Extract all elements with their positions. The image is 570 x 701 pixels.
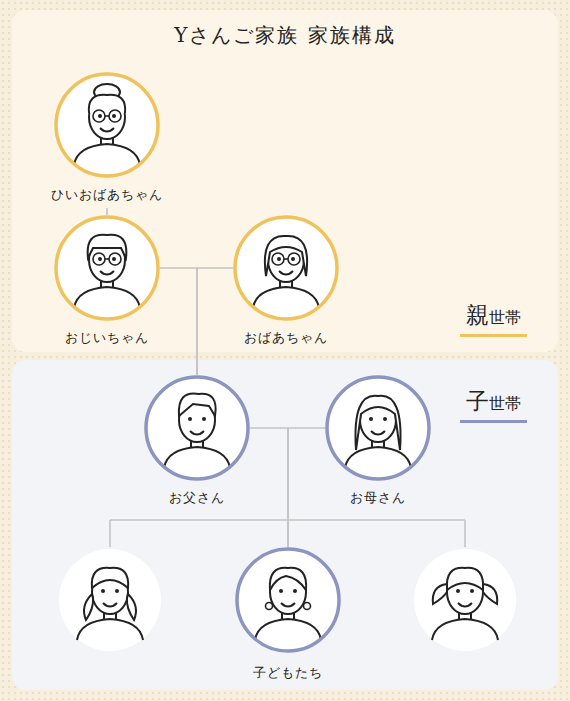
person-name: 子どもたち <box>253 664 323 682</box>
diagram-title: Yさんご家族 家族構成 <box>0 22 570 49</box>
circle-outline <box>325 375 431 481</box>
parent-band-fill <box>12 10 558 352</box>
generation-band: 子世帯お父さんお母さん子どもたち <box>12 360 558 690</box>
family-line <box>250 428 288 547</box>
label-holder: ひいおばあちゃん <box>54 186 160 204</box>
circle-outline <box>54 215 160 321</box>
family-line <box>160 268 197 375</box>
circle-border <box>235 217 337 319</box>
circle-border <box>56 217 158 319</box>
child-face <box>59 549 161 651</box>
generation-label: 子世帯 <box>460 386 527 423</box>
label-holder: 子どもたち <box>235 664 341 682</box>
circle-outline <box>233 215 339 321</box>
family-line <box>288 428 325 547</box>
label-holder: お父さん <box>144 489 250 507</box>
person-circle: ひいおばあちゃん <box>54 72 160 178</box>
label-holder: お母さん <box>325 489 431 507</box>
generation-label: 親世帯 <box>460 300 527 337</box>
label-holder: おじいちゃん <box>54 329 160 347</box>
father-face <box>146 377 248 479</box>
person-circle: 子どもたち <box>235 547 341 653</box>
child-face <box>237 549 339 651</box>
child-face <box>414 549 516 651</box>
circle-outline <box>54 72 160 178</box>
grandmother-face <box>235 217 337 319</box>
circle-border <box>237 549 339 651</box>
grandfather-face <box>56 217 158 319</box>
circle-outline <box>235 547 341 653</box>
person-name: おじいちゃん <box>65 329 149 347</box>
family-line <box>197 268 233 375</box>
circle-border <box>56 74 158 176</box>
person-name: ひいおばあちゃん <box>51 186 163 204</box>
family-line <box>106 208 108 215</box>
person-name: おばあちゃん <box>244 329 328 347</box>
mother-face <box>327 377 429 479</box>
child-band-fill <box>12 360 558 690</box>
label-holder: おばあちゃん <box>233 329 339 347</box>
person-circle: お父さん <box>144 375 250 481</box>
person-circle: おじいちゃん <box>54 215 160 321</box>
generation-band: 親世帯ひいおばあちゃんおじいちゃんおばあちゃん <box>12 10 558 352</box>
great-grandmother-face <box>56 74 158 176</box>
person-circle: おばあちゃん <box>233 215 339 321</box>
circle-outline <box>144 375 250 481</box>
person-circle: お母さん <box>325 375 431 481</box>
person-name: お母さん <box>350 489 406 507</box>
person-name: お父さん <box>169 489 225 507</box>
circle-border <box>146 377 248 479</box>
circle-border <box>327 377 429 479</box>
